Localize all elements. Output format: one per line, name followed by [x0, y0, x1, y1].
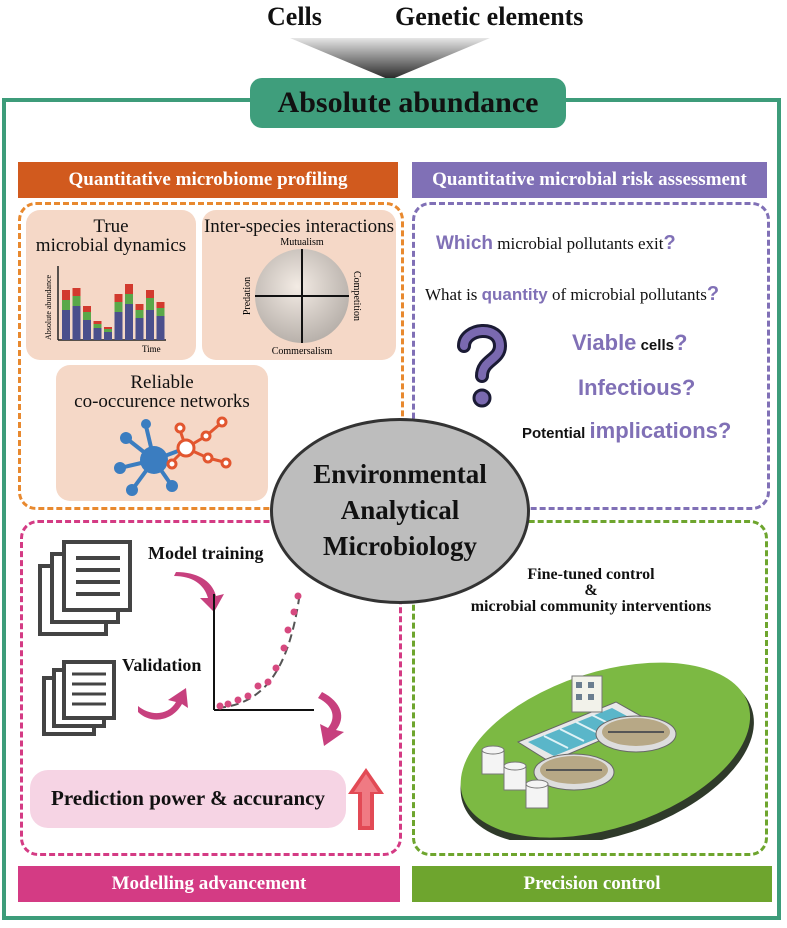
- abundance-bar-segment: [146, 290, 154, 298]
- model-training-label: Model training: [148, 543, 264, 563]
- abundance-bar-segment: [62, 300, 70, 310]
- which-label: Which: [436, 233, 493, 254]
- center-line-1: Environmental: [313, 459, 487, 489]
- qmra-q3: Viable cells?: [572, 330, 687, 356]
- implications-label: implications?: [589, 418, 732, 443]
- mutualism-label: Mutualism: [280, 237, 324, 248]
- commensalism-label: Commersalism: [272, 346, 333, 357]
- dynamics-title-2: microbial dynamics: [35, 235, 187, 256]
- abundance-bar-segment: [125, 294, 133, 304]
- abundance-bar-segment: [62, 290, 70, 300]
- qmra-q1: Which microbial pollutants exit?: [436, 232, 676, 255]
- abundance-bar-segment: [93, 324, 102, 328]
- abundance-bar-segment: [125, 284, 133, 294]
- interaction-quadrant: Mutualism Commersalism Predation Competi…: [242, 237, 362, 357]
- q3-mark: ?: [673, 330, 688, 355]
- abundance-bar-segment: [104, 332, 112, 340]
- abundance-bar-segment: [72, 296, 81, 306]
- cells-word: cells: [636, 337, 674, 354]
- qmp-banner: Quantitative microbiome profiling: [18, 162, 398, 198]
- infectious-label: Infectious?: [578, 375, 696, 400]
- abundance-bar-segment: [156, 308, 165, 316]
- prediction-label: Prediction power & accurancy: [51, 786, 325, 810]
- precision-line-3: microbial community interventions: [470, 598, 712, 615]
- abundance-bar-segment: [135, 304, 144, 310]
- interactions-title: Inter-species interactions: [203, 216, 395, 237]
- center-label: Environmental Analytical Microbiology: [270, 456, 530, 564]
- modelling-panel: [20, 520, 402, 856]
- precision-line-1: Fine-tuned control: [527, 566, 655, 583]
- abundance-bar-segment: [125, 304, 133, 340]
- potential-label: Potential: [522, 425, 590, 442]
- abundance-bar-segment: [114, 294, 123, 302]
- center-line-3: Microbiology: [323, 531, 477, 561]
- competition-label: Competition: [351, 271, 362, 321]
- cells-label: Cells: [267, 2, 322, 31]
- abundance-bar-segment: [114, 302, 123, 312]
- abundance-bar-segment: [93, 321, 102, 324]
- qmp-panel: [18, 202, 404, 510]
- abundance-bar-segment: [135, 318, 144, 340]
- abundance-bar-segment: [72, 306, 81, 340]
- abundance-bar-segment: [93, 328, 102, 340]
- output-arrow-icon: [318, 692, 344, 746]
- viable-label: Viable: [572, 330, 637, 355]
- treatment-plant-icon: [460, 662, 754, 840]
- q2-mark: ?: [706, 283, 720, 305]
- up-arrow-icon: [348, 768, 384, 830]
- abundance-bar-segment: [83, 320, 91, 340]
- prediction-pill: [30, 770, 346, 828]
- q1-mark: ?: [663, 232, 676, 254]
- q1-text: microbial pollutants exit: [493, 234, 664, 253]
- validation-label: Validation: [122, 655, 202, 675]
- qmra-panel: [412, 202, 770, 510]
- abundance-bar-segment: [83, 306, 91, 312]
- dynamics-title-1: True: [93, 216, 129, 237]
- qmra-banner: Quantitative microbial risk assessment: [412, 162, 767, 198]
- abundance-bar-segment: [156, 302, 165, 308]
- abundance-bar-segment: [146, 298, 154, 310]
- quantity-label: quantity: [481, 285, 548, 304]
- modelling-banner: Modelling advancement: [18, 866, 400, 902]
- validation-arrow-icon: [138, 688, 188, 720]
- y-axis-label: Absolute abundance: [44, 274, 53, 340]
- network-icon: [114, 416, 232, 496]
- abundance-bar-segment: [83, 312, 91, 320]
- precision-line-2: &: [584, 582, 598, 599]
- abundance-bar-segment: [135, 310, 144, 318]
- genetic-elements-label: Genetic elements: [395, 2, 584, 31]
- qmra-q5: Potential implications?: [522, 418, 731, 444]
- question-mark-icon: [457, 324, 508, 408]
- networks-title-2: co-occurence networks: [74, 391, 250, 412]
- precision-panel: [412, 520, 768, 856]
- abundance-bar-segment: [72, 288, 81, 296]
- predation-label: Predation: [242, 277, 253, 315]
- center-ellipse: [270, 418, 530, 604]
- center-line-2: Analytical: [340, 495, 460, 525]
- validation-documents-icon: [42, 660, 116, 736]
- networks-title-1: Reliable: [130, 372, 194, 393]
- abundance-bar-segment: [104, 329, 112, 332]
- q2-text-a: What is: [425, 285, 482, 304]
- networks-card: [56, 365, 268, 501]
- abundance-bar-segment: [156, 316, 165, 340]
- abundance-bar-segment: [146, 310, 154, 340]
- precision-banner: Precision control: [412, 866, 772, 902]
- abundance-bar-chart: Absolute abundance Time: [44, 266, 166, 354]
- abundance-bar-segment: [104, 327, 112, 329]
- qmra-q2: What is quantity of microbial pollutants…: [425, 283, 719, 306]
- x-axis-label: Time: [142, 344, 161, 354]
- prediction-scatter-plot: [213, 591, 314, 711]
- abundance-bar-segment: [114, 312, 123, 340]
- training-documents-icon: [38, 540, 132, 636]
- absolute-abundance-title: Absolute abundance: [250, 78, 566, 128]
- funnel-arrow-icon: [290, 38, 490, 80]
- q2-text-b: of microbial pollutants: [547, 285, 707, 304]
- training-arrow-icon: [174, 572, 224, 612]
- abundance-bar-segment: [62, 310, 70, 340]
